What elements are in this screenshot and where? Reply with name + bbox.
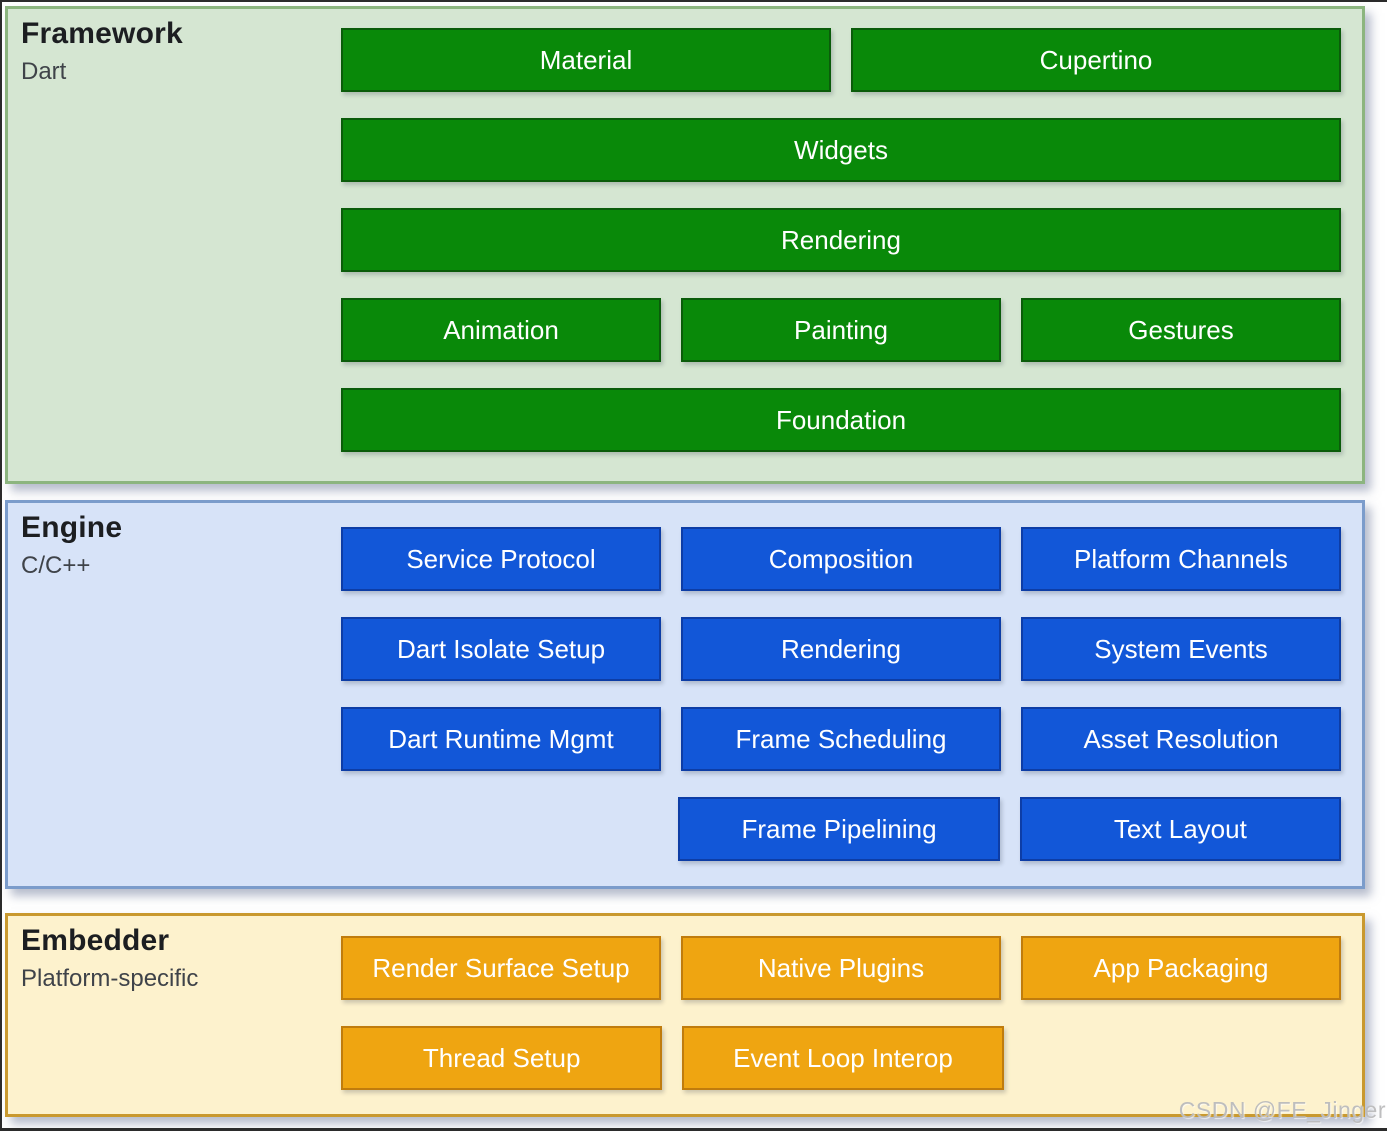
block-cupertino[interactable]: Cupertino [851,28,1341,92]
block-dart-isolate-setup[interactable]: Dart Isolate Setup [341,617,661,681]
block-platform-channels[interactable]: Platform Channels [1021,527,1341,591]
block-composition[interactable]: Composition [681,527,1001,591]
layer-panel-engine: Engine C/C++ Service Protocol Composition… [5,500,1365,889]
block-thread-setup[interactable]: Thread Setup [341,1026,663,1090]
layer-title: Framework [21,17,183,50]
layer-heading: Embedder Platform-specific [21,924,198,992]
row-spacer [341,797,658,861]
layer-title: Engine [21,511,123,544]
block-row: Thread Setup Event Loop Interop [341,1026,1341,1090]
block-text-layout[interactable]: Text Layout [1019,797,1341,861]
block-row: Rendering [341,208,1341,272]
block-grid: Service Protocol Composition Platform Chan… [341,527,1341,861]
block-row: Dart Isolate Setup Rendering System Events [341,617,1341,681]
layer-title: Embedder [21,924,170,957]
block-frame-pipelining[interactable]: Frame Pipelining [678,797,1000,861]
layer-heading: Engine C/C++ [21,511,122,579]
block-foundation[interactable]: Foundation [341,388,1341,452]
block-grid: Render Surface Setup Native Plugins App Pa… [341,936,1341,1090]
layer-subtitle: C/C++ [21,551,91,579]
block-render-surface-setup[interactable]: Render Surface Setup [341,936,661,1000]
block-rendering[interactable]: Rendering [681,617,1001,681]
block-animation[interactable]: Animation [341,298,661,362]
block-row: Dart Runtime Mgmt Frame Scheduling Asset R… [341,707,1341,771]
row-spacer [1024,1026,1341,1090]
block-row: Widgets [341,118,1341,182]
block-widgets[interactable]: Widgets [341,118,1341,182]
layer-panel-embedder: Embedder Platform-specific Render Surfac… [5,913,1365,1117]
block-row: Render Surface Setup Native Plugins App Pa… [341,936,1341,1000]
layer-subtitle: Platform-specific [21,964,199,992]
block-material[interactable]: Material [341,28,831,92]
block-dart-runtime-mgmt[interactable]: Dart Runtime Mgmt [341,707,661,771]
block-frame-scheduling[interactable]: Frame Scheduling [681,707,1001,771]
block-row: Animation Painting Gestures [341,298,1341,362]
block-painting[interactable]: Painting [681,298,1001,362]
block-row: Material Cupertino [341,28,1341,92]
block-row: Service Protocol Composition Platform Chan… [341,527,1341,591]
block-app-packaging[interactable]: App Packaging [1021,936,1341,1000]
block-row: Frame Pipelining Text Layout [341,797,1341,861]
block-gestures[interactable]: Gestures [1021,298,1341,362]
block-native-plugins[interactable]: Native Plugins [681,936,1001,1000]
block-service-protocol[interactable]: Service Protocol [341,527,661,591]
block-event-loop-interop[interactable]: Event Loop Interop [682,1026,1004,1090]
csdn-watermark: CSDN @FE_Jinger [1178,1097,1386,1123]
block-row: Foundation [341,388,1341,452]
block-rendering[interactable]: Rendering [341,208,1341,272]
layer-heading: Framework Dart [21,17,183,85]
block-asset-resolution[interactable]: Asset Resolution [1021,707,1341,771]
block-system-events[interactable]: System Events [1021,617,1341,681]
layer-subtitle: Dart [21,57,67,85]
